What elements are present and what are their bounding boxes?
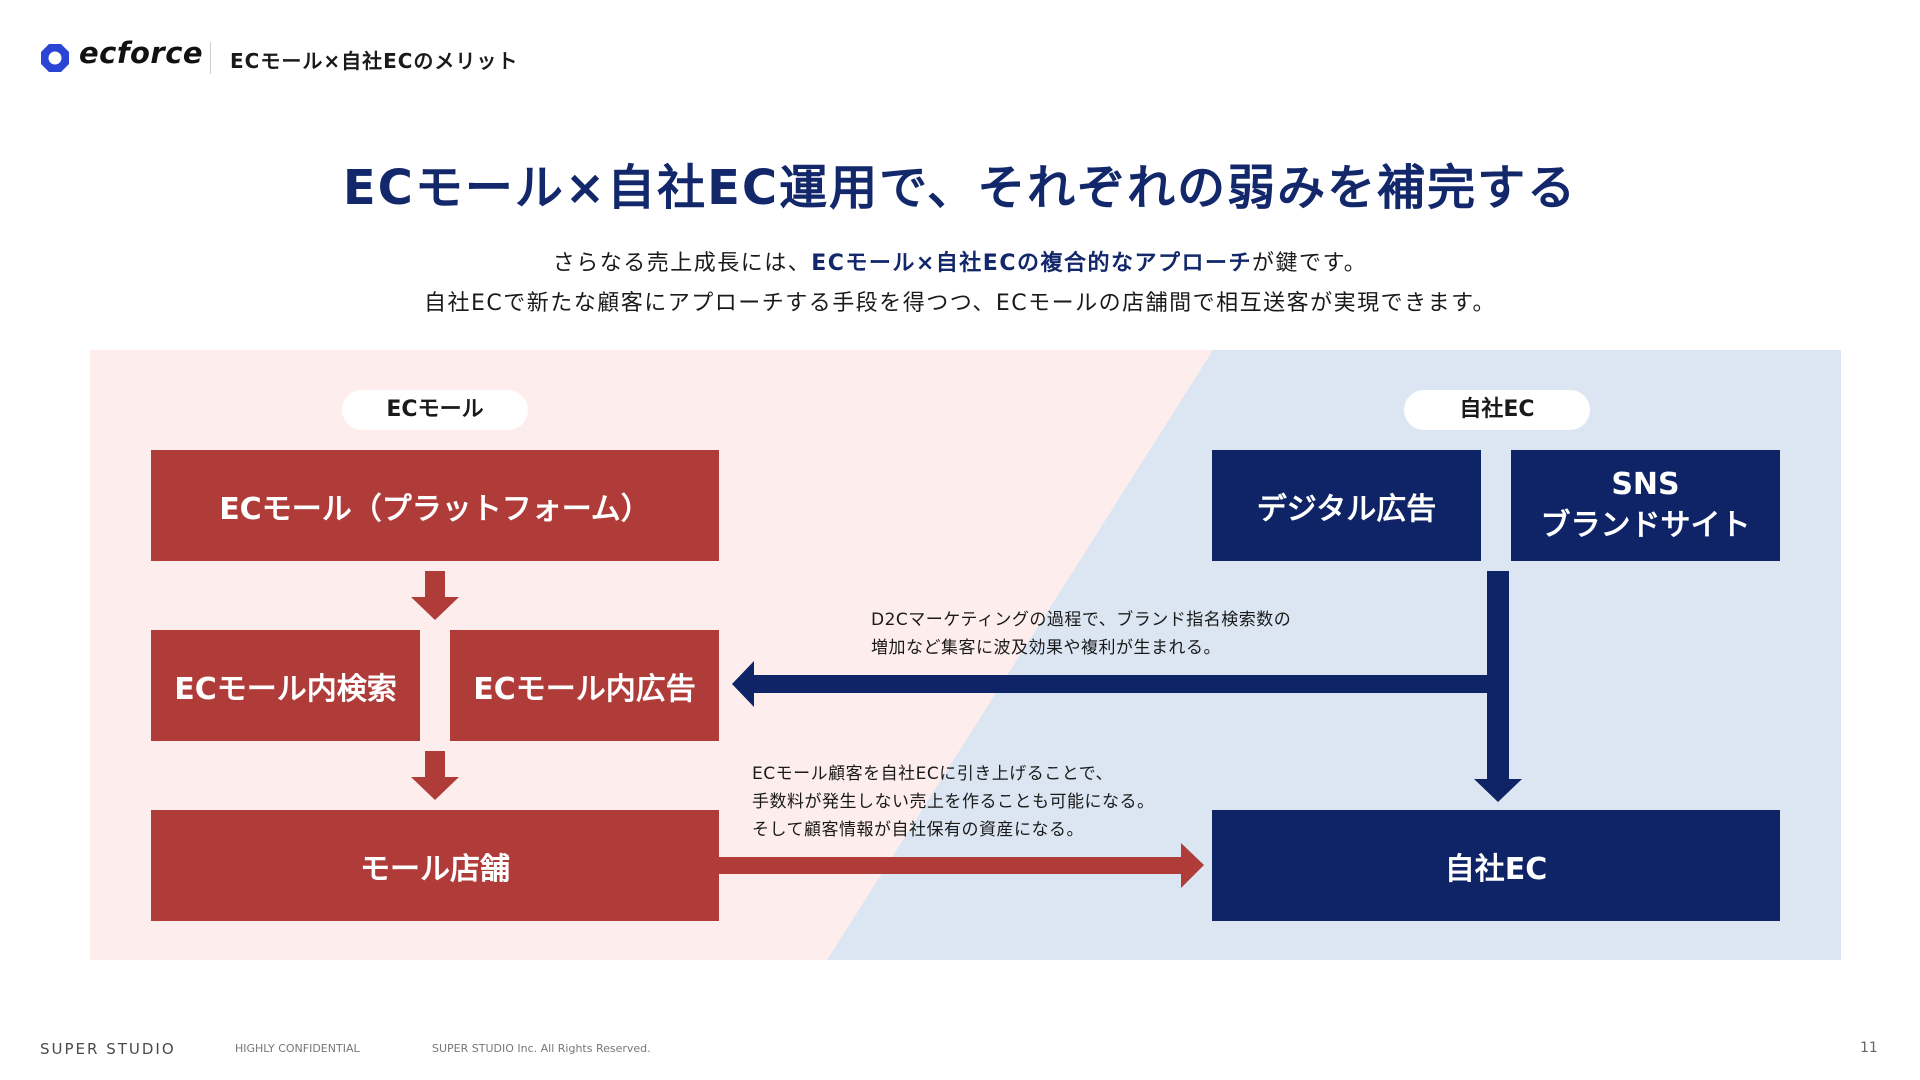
mall-to-own-ec-note: ECモール顧客を自社ECに引き上げることで、 手数料が発生しない売上を作ることも… (752, 760, 1155, 844)
own-ec-label-pill: 自社EC (1404, 390, 1590, 430)
brand-site-label: ブランドサイト (1540, 507, 1751, 543)
subtitle-highlight: ECモール×自社ECの複合的なアプローチ (811, 251, 1252, 276)
arrow-down-mall-to-store (411, 751, 459, 800)
d2c-note-line-2: 増加など集客に波及効果や複利が生まれる。 (871, 638, 1221, 658)
mall-platform-box: ECモール（プラットフォーム） (151, 450, 719, 561)
page-number: 11 (1860, 1040, 1878, 1056)
subtitle-line-1-post: が鍵です。 (1252, 251, 1368, 276)
mall-ad-box: ECモール内広告 (450, 630, 719, 741)
ecforce-logo-icon (41, 44, 69, 72)
digital-ad-box: デジタル広告 (1212, 450, 1481, 561)
subtitle-line-1-pre: さらなる売上成長には、 (552, 251, 812, 276)
header-title: ECモール×自社ECのメリット (230, 49, 519, 73)
mall-store-label: モール店舗 (360, 851, 510, 887)
footer-brand: SUPER STUDIO (40, 1040, 176, 1058)
footer-copyright: SUPER STUDIO Inc. All Rights Reserved. (432, 1042, 651, 1055)
subtitle-line-1: さらなる売上成長には、ECモール×自社ECの複合的なアプローチが鍵です。 (0, 245, 1920, 277)
subtitle-line-2: 自社ECで新たな顧客にアプローチする手段を得つつ、ECモールの店舗間で相互送客が… (424, 291, 1496, 316)
digital-ad-label: デジタル広告 (1256, 491, 1437, 527)
arrow-down-to-own-ec (1474, 571, 1522, 802)
mall-search-box: ECモール内検索 (151, 630, 420, 741)
mall-store-box: モール店舗 (151, 810, 719, 921)
page-title: ECモール×自社EC運用で、それぞれの弱みを補完する (342, 160, 1578, 216)
sns-brand-site-box: SNS ブランドサイト (1511, 450, 1780, 561)
arrow-right-store-to-own-ec (719, 843, 1204, 888)
arrow-down-platform-to-mall (411, 571, 459, 620)
mall-label-pill: ECモール (342, 390, 528, 430)
own-ec-label: 自社EC (1444, 851, 1548, 887)
mall-note-line-1: ECモール顧客を自社ECに引き上げることで、 (752, 764, 1114, 784)
arrow-left-to-mall-ad (732, 661, 1489, 707)
mall-note-line-2: 手数料が発生しない売上を作ることも可能になる。 (752, 792, 1155, 812)
own-ec-box: 自社EC (1212, 810, 1780, 921)
mall-search-label: ECモール内検索 (174, 671, 397, 707)
mall-note-line-3: そして顧客情報が自社保有の資産になる。 (752, 820, 1084, 840)
d2c-note: D2Cマーケティングの過程で、ブランド指名検索数の 増加など集客に波及効果や複利… (871, 606, 1291, 662)
mall-ad-label: ECモール内広告 (473, 671, 696, 707)
header-divider (210, 42, 211, 74)
sns-label: SNS (1611, 467, 1680, 502)
footer-confidential: HIGHLY CONFIDENTIAL (235, 1042, 360, 1055)
ecforce-logo-text: ecforce (79, 36, 204, 70)
d2c-note-line-1: D2Cマーケティングの過程で、ブランド指名検索数の (871, 610, 1292, 630)
mall-platform-label: ECモール（プラットフォーム） (219, 491, 651, 527)
